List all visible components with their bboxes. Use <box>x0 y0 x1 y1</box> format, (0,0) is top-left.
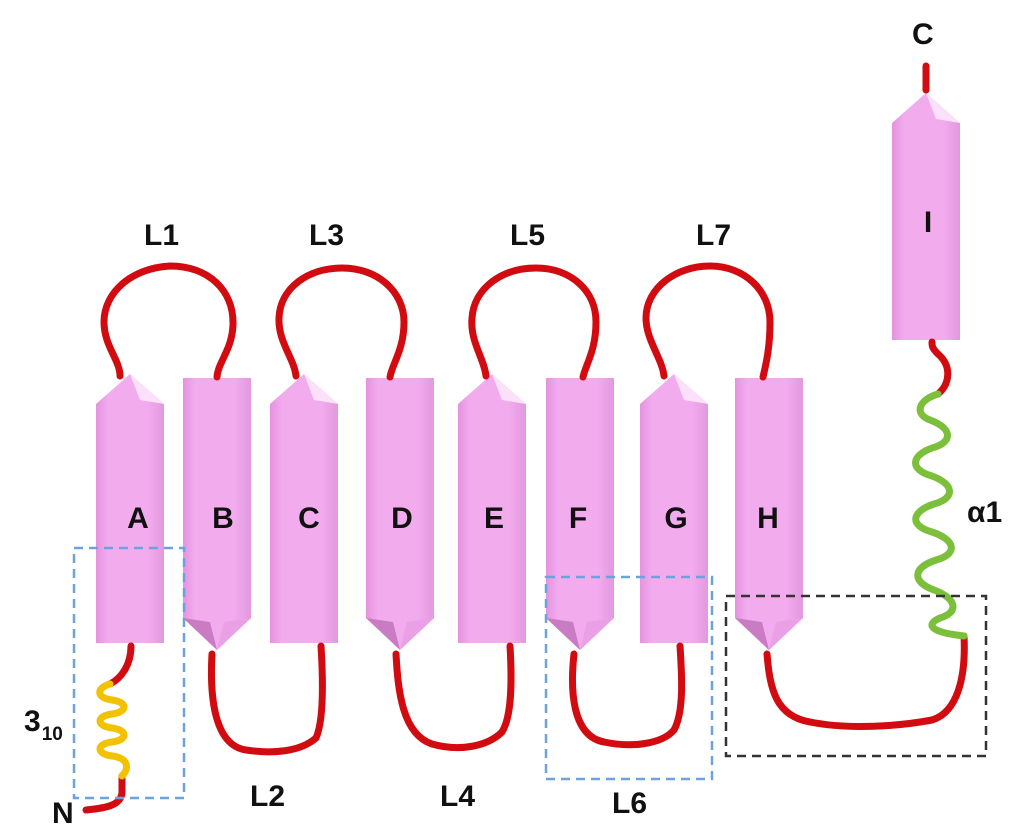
loop-l7 <box>642 262 774 381</box>
loop-label-l5: L5 <box>510 219 545 252</box>
loop-l2 <box>207 642 326 756</box>
loop-h-to-alpha <box>763 632 968 730</box>
strand-label-f: F <box>569 502 587 535</box>
strand-a <box>96 374 164 643</box>
loop-label-l3: L3 <box>309 219 344 252</box>
helix-alpha1-label: α1 <box>967 496 1002 529</box>
strand-h <box>735 378 803 650</box>
loop-label-l2: L2 <box>250 780 285 813</box>
helix-alpha1 <box>912 390 968 640</box>
n-terminal-tail <box>82 772 126 814</box>
n-terminus-label: N <box>52 797 74 830</box>
beta-strands <box>96 93 960 650</box>
strand-label-g: G <box>664 502 687 535</box>
loop-label-l4: L4 <box>440 780 475 813</box>
loop-label-l7: L7 <box>696 219 731 252</box>
loop-l6 <box>569 642 686 749</box>
helix-310-label: 310 <box>24 705 63 745</box>
helices <box>96 390 968 780</box>
strand-i <box>892 93 960 340</box>
labels: A B C D E F G H I L1 L2 L3 L4 L5 L6 L7 N… <box>24 18 1002 830</box>
strand-label-i: I <box>924 206 932 239</box>
c-terminus-label: C <box>912 18 934 51</box>
strand-f <box>546 378 614 650</box>
loop-l3 <box>275 264 408 381</box>
loop-label-l1: L1 <box>144 219 179 252</box>
link-alpha-to-i <box>928 338 952 398</box>
loop-l5 <box>468 264 600 381</box>
strand-label-d: D <box>391 502 413 535</box>
strand-c <box>270 374 338 643</box>
loops <box>82 62 968 814</box>
highlight-boxes <box>72 546 988 800</box>
helix-310 <box>96 680 131 780</box>
helix-310-label-main: 3 <box>24 705 41 738</box>
strand-label-e: E <box>484 502 504 535</box>
strand-label-a: A <box>127 502 149 535</box>
helix-310-label-sub: 10 <box>42 724 63 745</box>
strand-e <box>458 374 526 643</box>
loop-l4 <box>392 642 515 752</box>
loop-l1 <box>100 262 237 381</box>
box-l6-region <box>544 575 714 781</box>
strand-label-h: H <box>757 502 779 535</box>
strand-b <box>183 378 251 650</box>
strand-label-c: C <box>298 502 320 535</box>
loop-label-l6: L6 <box>612 787 647 820</box>
strand-d <box>366 378 434 650</box>
strand-label-b: B <box>212 502 234 535</box>
link-310-to-a <box>106 642 135 688</box>
